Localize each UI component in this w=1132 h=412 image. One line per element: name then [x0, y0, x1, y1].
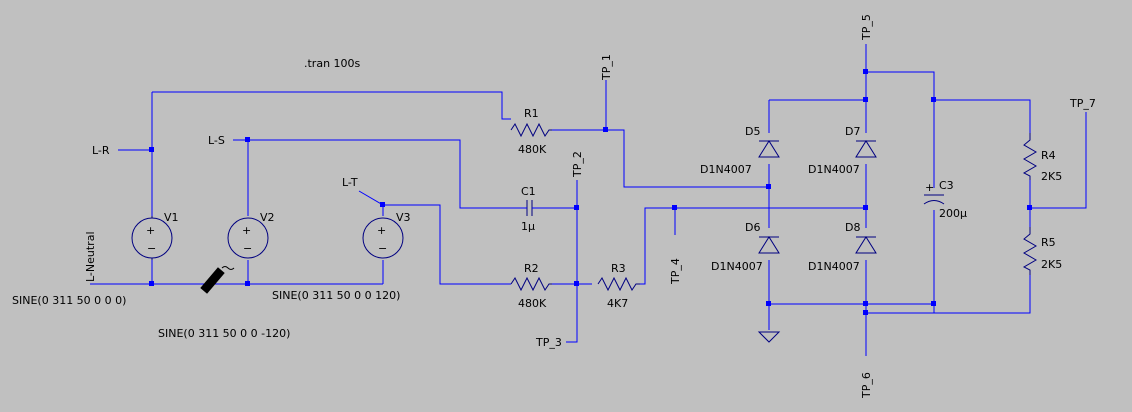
d7-value: D1N4007 [808, 163, 860, 176]
v1-name: V1 [164, 211, 179, 224]
c1-name: C1 [521, 185, 536, 198]
resistor-r2[interactable] [510, 276, 552, 292]
voltage-source-v1[interactable]: + − [131, 216, 173, 260]
tran-directive: .tran 100s [304, 57, 361, 70]
r2-value: 480K [518, 297, 547, 310]
resistor-r1[interactable] [510, 122, 552, 138]
d6-value: D1N4007 [711, 260, 763, 273]
d8-name: D8 [845, 221, 860, 234]
resistor-r3[interactable] [597, 276, 640, 292]
v2-value: SINE(0 311 50 0 0 -120) [158, 327, 290, 340]
net-label-l-neutral: L-Neutral [84, 231, 97, 282]
voltage-source-v2[interactable]: + − [227, 217, 269, 259]
net-label-tp1: TP_1 [600, 54, 613, 81]
capacitor-c3[interactable]: + [923, 181, 945, 205]
r4-value: 2K5 [1041, 170, 1062, 183]
c3-value: 200µ [939, 207, 967, 220]
net-label-l-s: L-S [208, 134, 225, 147]
r5-value: 2K5 [1041, 258, 1062, 271]
wires [90, 44, 1087, 356]
svg-text:+: + [146, 224, 155, 237]
r1-name: R1 [524, 107, 539, 120]
r4-name: R4 [1041, 149, 1056, 162]
labels: .tran 100s L-R L-S L-T L-Neutral TP_1 TP… [12, 14, 1096, 399]
d5-name: D5 [745, 125, 760, 138]
net-label-l-t: L-T [342, 176, 358, 189]
net-label-l-r: L-R [92, 144, 110, 157]
r3-name: R3 [611, 262, 626, 275]
net-label-tp3: TP_3 [535, 336, 562, 349]
d8-value: D1N4007 [808, 260, 860, 273]
net-label-tp5: TP_5 [860, 14, 873, 41]
v3-name: V3 [396, 211, 411, 224]
svg-text:−: − [147, 242, 156, 255]
net-label-tp7: TP_7 [1069, 97, 1096, 110]
svg-text:−: − [243, 242, 252, 255]
r2-name: R2 [524, 262, 539, 275]
d5-value: D1N4007 [700, 163, 752, 176]
c1-value: 1µ [521, 220, 535, 233]
svg-text:+: + [242, 224, 251, 237]
svg-text:+: + [925, 181, 934, 194]
svg-text:+: + [377, 224, 386, 237]
probe-cursor-icon [200, 266, 235, 294]
r3-value: 4K7 [607, 297, 628, 310]
junction-dots [149, 69, 1032, 315]
capacitor-c1[interactable] [520, 200, 539, 216]
r1-value: 480K [518, 143, 547, 156]
v3-value: SINE(0 311 50 0 0 120) [272, 289, 400, 302]
resistor-r5[interactable] [1022, 227, 1037, 275]
net-label-tp6: TP_6 [860, 372, 873, 399]
v1-value: SINE(0 311 50 0 0 0) [12, 294, 126, 307]
svg-text:−: − [378, 242, 387, 255]
diode-d6[interactable] [758, 236, 780, 254]
d6-name: D6 [745, 221, 760, 234]
diode-d7[interactable] [855, 140, 877, 158]
diode-d8[interactable] [855, 236, 877, 254]
diode-d5[interactable] [758, 140, 780, 158]
voltage-source-v3[interactable]: + − [362, 217, 404, 259]
net-label-tp2: TP_2 [571, 151, 584, 178]
c3-name: C3 [939, 179, 954, 192]
v2-name: V2 [260, 211, 275, 224]
resistor-r4[interactable] [1022, 133, 1037, 180]
ground-symbol [757, 331, 781, 343]
net-label-tp4: TP_4 [669, 258, 682, 285]
d7-name: D7 [845, 125, 860, 138]
r5-name: R5 [1041, 236, 1056, 249]
